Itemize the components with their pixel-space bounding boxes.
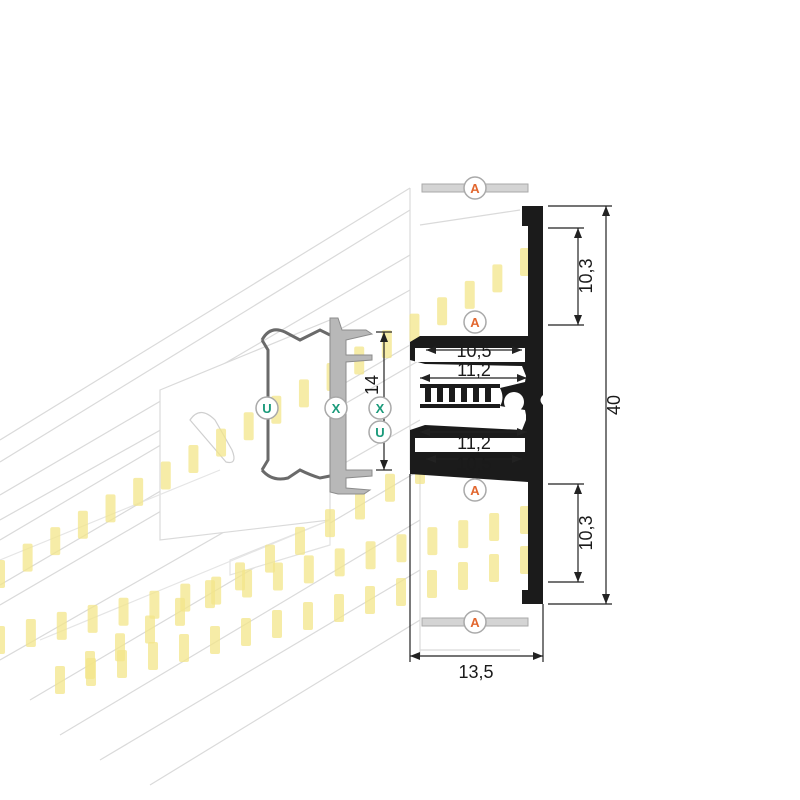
badge-a-letter: A xyxy=(470,315,480,330)
badge-u-dimension: U xyxy=(368,420,392,444)
led-chip xyxy=(489,554,499,582)
badge-a-upper: A xyxy=(463,310,487,334)
led-chip xyxy=(520,248,530,276)
badge-x-letter: X xyxy=(332,401,341,416)
led-chip xyxy=(149,590,160,619)
led-chip xyxy=(205,580,215,609)
badge-a-letter: A xyxy=(470,181,480,196)
led-chip xyxy=(0,560,5,588)
led-chip xyxy=(295,526,305,555)
aluminium-profile xyxy=(410,206,543,604)
led-chip xyxy=(303,602,313,630)
led-chip xyxy=(365,586,375,614)
led-chip xyxy=(188,445,199,474)
led-chip xyxy=(427,527,438,556)
badge-a-letter: A xyxy=(470,615,480,630)
badge-x-cover: X xyxy=(324,396,348,420)
led-chip xyxy=(115,633,125,662)
led-strips xyxy=(0,248,530,694)
led-chip xyxy=(85,651,95,679)
led-chip xyxy=(409,313,420,342)
badge-x-dimension: X xyxy=(368,396,392,420)
led-chip xyxy=(55,666,65,694)
dimension-ticks xyxy=(380,206,610,660)
badge-x-letter: X xyxy=(376,401,385,416)
total-height-label: 40 xyxy=(604,395,624,415)
ghost-profile-perspective xyxy=(0,187,521,786)
led-chip xyxy=(0,626,5,654)
led-chip xyxy=(334,594,344,622)
led-chip xyxy=(458,520,469,549)
upper-channel-outer-label: 11,2 xyxy=(457,360,491,380)
led-chip xyxy=(175,597,185,626)
led-chip xyxy=(303,555,314,584)
lower-channel-outer-label: 11,2 xyxy=(457,433,491,453)
led-chip xyxy=(105,494,116,523)
led-chip xyxy=(437,297,448,326)
led-chip xyxy=(210,626,220,654)
led-chip xyxy=(50,527,61,556)
badge-u-letter: U xyxy=(262,401,271,416)
led-chip xyxy=(25,618,36,647)
led-chip xyxy=(334,548,345,577)
led-chip xyxy=(272,610,282,638)
led-chip xyxy=(396,578,406,606)
cover-x xyxy=(329,317,374,495)
led-chip xyxy=(464,280,475,309)
led-chip xyxy=(520,546,530,574)
led-chip xyxy=(385,473,395,502)
led-chip xyxy=(133,477,144,506)
led-chip xyxy=(489,513,500,542)
led-chip xyxy=(241,618,251,646)
led-chip xyxy=(272,562,283,591)
led-chip xyxy=(179,634,189,662)
led-chip xyxy=(118,597,129,626)
led-chip xyxy=(325,509,335,538)
led-chip xyxy=(77,510,88,539)
upper-channel-inner-label: 10,5 xyxy=(456,341,491,361)
led-chip xyxy=(87,604,98,633)
led-chip xyxy=(355,491,365,520)
led-chip xyxy=(22,543,33,572)
clip-height-label: 14 xyxy=(362,375,382,395)
lower-channel-inner-label: 10,5 xyxy=(456,454,491,474)
dimension-lines xyxy=(376,205,612,662)
led-chip xyxy=(520,506,530,534)
profile-width-label: 13,5 xyxy=(458,662,493,682)
badge-a-lower: A xyxy=(463,478,487,502)
top-recess-label: 10,3 xyxy=(576,258,596,293)
led-chip xyxy=(243,412,254,441)
led-chip xyxy=(145,615,155,644)
led-chip xyxy=(235,562,245,591)
badge-a-bottom: A xyxy=(463,610,487,634)
led-chip xyxy=(492,264,503,293)
bottom-recess-label: 10,3 xyxy=(576,515,596,550)
led-chip xyxy=(458,562,468,590)
badge-a-top: A xyxy=(463,176,487,200)
badge-u-letter: U xyxy=(375,425,384,440)
badge-a-letter: A xyxy=(470,483,480,498)
led-chip xyxy=(365,541,376,570)
led-chip xyxy=(298,379,309,408)
led-chip xyxy=(160,461,171,490)
badge-u-clip: U xyxy=(255,396,279,420)
led-chip xyxy=(265,544,275,573)
led-chip xyxy=(216,428,227,457)
led-chip xyxy=(396,534,407,563)
led-chip xyxy=(56,611,67,640)
led-chip xyxy=(148,642,158,670)
led-chip xyxy=(427,570,437,598)
